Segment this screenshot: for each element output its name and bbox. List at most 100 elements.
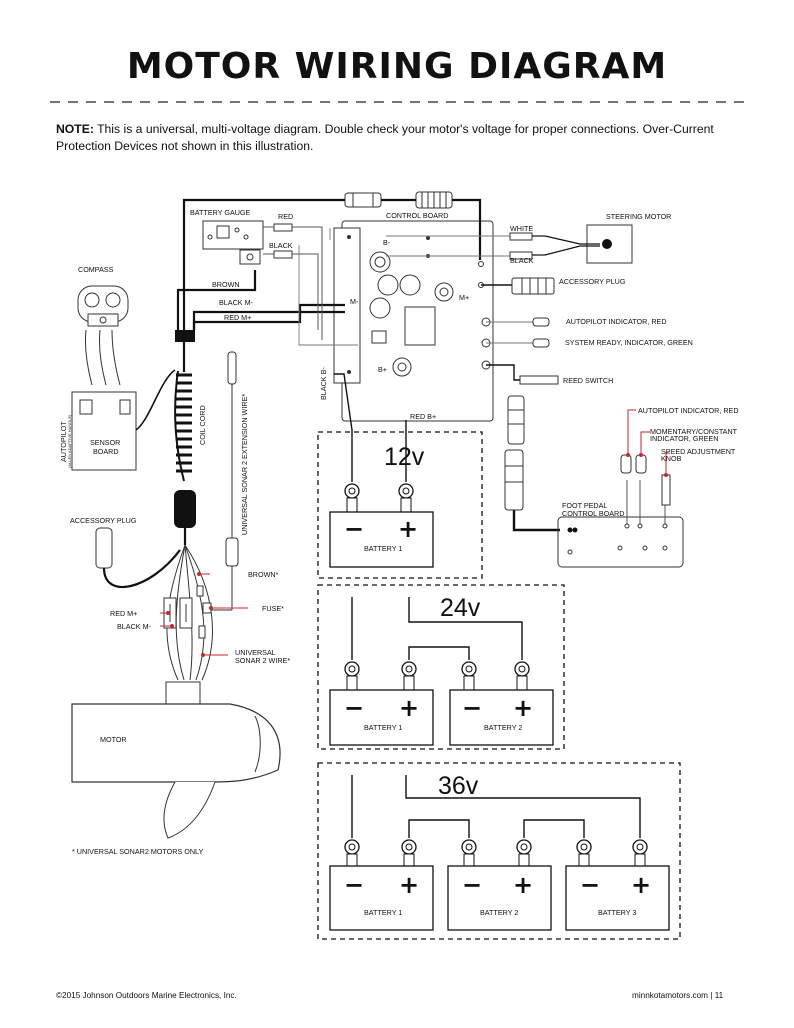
sonar-extension-wire xyxy=(210,351,239,611)
note-label: NOTE: xyxy=(56,122,94,136)
label-autopilot: AUTOPILOT xyxy=(59,421,68,462)
terminal-hole xyxy=(465,665,473,673)
label-b-plus: B+ xyxy=(378,365,387,374)
label-compass: COMPASS xyxy=(78,265,114,274)
motor-harness xyxy=(163,544,213,681)
label-motor: MOTOR xyxy=(100,735,127,744)
plus-sign: + xyxy=(398,515,418,543)
terminal-lug xyxy=(576,839,592,855)
label-foot-pedal-1: FOOT PEDAL xyxy=(562,501,607,510)
footer-site-link[interactable]: minnkotamotors.com xyxy=(632,991,708,1000)
label-m-plus: M+ xyxy=(459,293,469,302)
terminal-hole xyxy=(580,843,588,851)
battery-36v-battery-3 xyxy=(565,865,670,931)
label-black-b: BLACK B- xyxy=(319,367,328,400)
label-sensor-1: SENSOR xyxy=(90,438,120,447)
terminal-hole xyxy=(348,665,356,673)
label-black-m: BLACK M- xyxy=(219,298,254,307)
terminal-post xyxy=(346,497,358,513)
note-paragraph: NOTE: This is a universal, multi-voltage… xyxy=(56,121,746,155)
autopilot-sensor-board xyxy=(71,369,176,471)
control-board xyxy=(333,220,494,422)
page-title: MOTOR WIRING DIAGRAM xyxy=(126,46,668,87)
label-momentary-2: INDICATOR, GREEN xyxy=(650,434,718,443)
terminal-lug xyxy=(344,661,360,677)
terminal-post xyxy=(463,675,475,691)
label-red: RED xyxy=(278,212,293,221)
terminal-lug xyxy=(344,483,360,499)
battery-label: BATTERY 1 xyxy=(364,544,402,553)
plus-sign: + xyxy=(513,871,533,899)
plus-sign: + xyxy=(513,694,533,722)
terminal-lug xyxy=(401,661,417,677)
footer-copyright: ©2015 Johnson Outdoors Marine Electronic… xyxy=(56,991,237,1000)
terminal-post xyxy=(578,853,590,867)
terminal-post xyxy=(516,675,528,691)
minus-sign: − xyxy=(344,871,364,899)
label-control-board: CONTROL BOARD xyxy=(386,211,448,220)
red-leaders-right xyxy=(627,409,670,475)
terminal-post xyxy=(400,497,412,513)
terminal-lug xyxy=(516,839,532,855)
label-speed-1: SPEED ADJUSTMENT xyxy=(661,447,736,456)
terminal-lug xyxy=(344,839,360,855)
label-black-m-left: BLACK M- xyxy=(117,622,152,631)
terminal-hole xyxy=(405,843,413,851)
coil-cord xyxy=(174,330,196,545)
battery-wires xyxy=(334,373,641,838)
terminal-post xyxy=(346,675,358,691)
label-coil-cord: COIL CORD xyxy=(198,405,207,445)
label-sonar2-1: UNIVERSAL xyxy=(235,648,276,657)
label-autopilot-indicator-pedal: AUTOPILOT INDICATOR, RED xyxy=(638,406,739,415)
plus-sign: + xyxy=(631,871,651,899)
motor-body xyxy=(71,681,281,839)
accessory-plug-left xyxy=(95,527,181,589)
footer-page-number: 11 xyxy=(714,991,724,1000)
battery-36v-battery-2 xyxy=(447,865,552,931)
terminal-hole xyxy=(636,843,644,851)
terminal-post xyxy=(463,853,475,867)
battery-label: BATTERY 1 xyxy=(364,723,402,732)
label-accessory-plug: ACCESSORY PLUG xyxy=(559,277,626,286)
accessory-plug-right xyxy=(481,277,555,295)
label-accessory-plug-left: ACCESSORY PLUG xyxy=(70,516,137,525)
terminal-post xyxy=(403,853,415,867)
reed-switch xyxy=(486,364,559,385)
battery-frames xyxy=(317,431,681,940)
terminal-lug xyxy=(461,839,477,855)
terminal-lug xyxy=(461,661,477,677)
label-brown-star: BROWN* xyxy=(248,570,279,579)
label-battery-gauge: BATTERY GAUGE xyxy=(190,208,251,217)
terminal-lug xyxy=(398,483,414,499)
terminal-hole xyxy=(348,843,356,851)
terminal-lug xyxy=(632,839,648,855)
battery-label: BATTERY 3 xyxy=(598,908,636,917)
battery-label: BATTERY 2 xyxy=(484,723,522,732)
terminal-post xyxy=(403,675,415,691)
battery-12v-battery-1 xyxy=(329,511,434,568)
label-steering-motor: STEERING MOTOR xyxy=(606,212,671,221)
minus-sign: − xyxy=(344,694,364,722)
label-red-b: RED B+ xyxy=(410,412,436,421)
label-brown: BROWN xyxy=(212,280,240,289)
terminal-hole xyxy=(520,843,528,851)
minus-sign: − xyxy=(462,871,482,899)
voltage-36v: 36v xyxy=(438,772,479,800)
voltage-24v: 24v xyxy=(440,594,481,622)
terminal-post xyxy=(346,853,358,867)
label-black-steer: BLACK xyxy=(510,256,534,265)
terminal-lug xyxy=(401,839,417,855)
terminal-hole xyxy=(518,665,526,673)
footer-site: minnkotamotors.com | 11 xyxy=(632,991,724,1000)
label-foot-pedal-2: CONTROL BOARD xyxy=(562,509,624,518)
terminal-hole xyxy=(465,843,473,851)
label-red-m-left: RED M+ xyxy=(110,609,137,618)
terminal-lug xyxy=(514,661,530,677)
plus-sign: + xyxy=(399,694,419,722)
fine-wires xyxy=(298,228,533,346)
main-wires xyxy=(176,198,482,330)
minus-sign: − xyxy=(462,694,482,722)
label-black: BLACK xyxy=(269,241,293,250)
